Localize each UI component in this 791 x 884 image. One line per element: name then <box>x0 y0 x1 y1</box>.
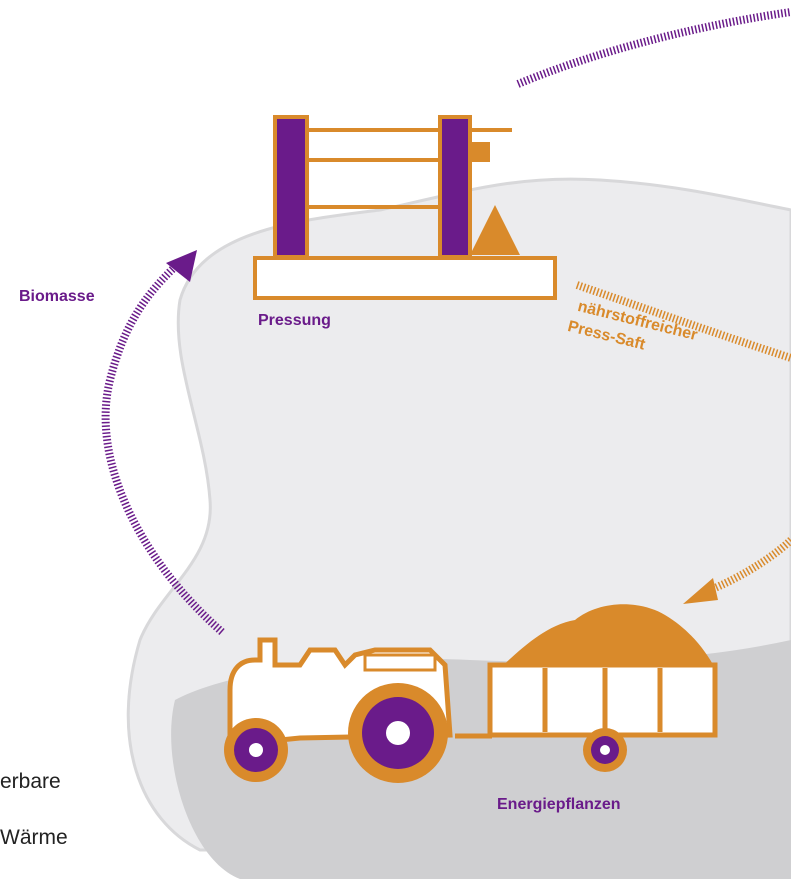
cut-text-line2: Wärme <box>0 826 68 849</box>
label-energiepflanzen: Energiepflanzen <box>497 796 621 813</box>
biomass-pile-icon <box>500 604 715 668</box>
label-biomasse: Biomasse <box>19 288 95 305</box>
press-saft-line <box>575 281 791 362</box>
press-icon <box>253 115 557 300</box>
top-arrow <box>516 8 791 88</box>
cut-text-line1: erbare <box>0 770 61 793</box>
label-pressung: Pressung <box>258 312 331 329</box>
arrow-icon <box>683 578 718 604</box>
trailer-icon <box>455 662 718 772</box>
tractor-icon <box>224 637 453 783</box>
arrow-icon <box>166 250 197 282</box>
